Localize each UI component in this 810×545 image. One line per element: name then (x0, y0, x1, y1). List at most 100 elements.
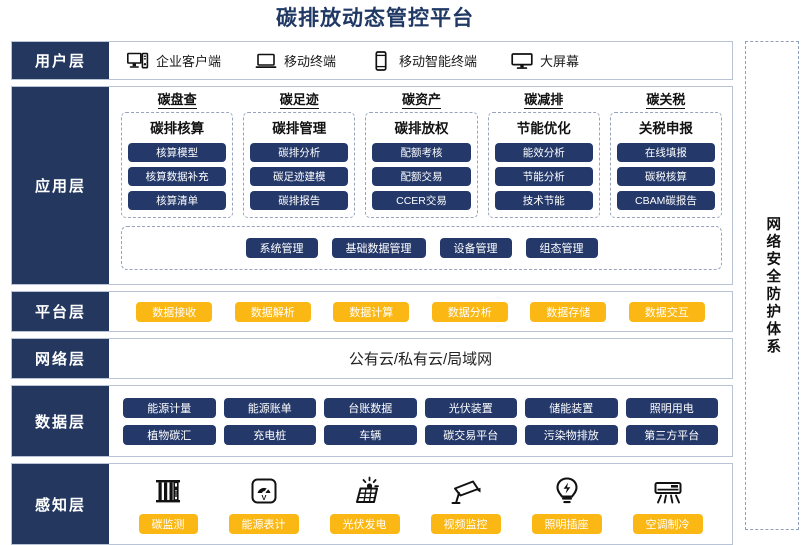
app-group-box: 节能优化 能效分析 节能分析 技术节能 (487, 111, 600, 218)
app-module-chip[interactable]: 节能分析 (494, 166, 593, 186)
app-module-chip[interactable]: 碳排报告 (250, 190, 349, 210)
layer-stack: 用户层 企业客户端 (11, 41, 733, 545)
app-module-chip[interactable]: 能效分析 (494, 142, 593, 162)
app-module-chip[interactable]: 核算清单 (128, 190, 227, 210)
svg-text:V: V (261, 493, 266, 502)
desktop-tower-icon (127, 51, 149, 71)
layer-application-body: 碳盘查 碳排核算 核算模型 核算数据补充 核算清单 碳足迹 碳排管理 碳排分析 (109, 87, 732, 284)
layer-data-body: 能源计量 能源账单 台账数据 光伏装置 储能装置 照明用电 植物碳汇 充电桩 车… (109, 386, 732, 456)
smartphone-icon (370, 50, 392, 71)
data-chip-charging-pile[interactable]: 充电桩 (223, 424, 316, 445)
energy-meter-icon: V (249, 474, 279, 506)
app-group-subtitle: 碳排放权 (394, 120, 449, 136)
sense-item-carbon-monitor[interactable]: 碳监测 (138, 474, 198, 534)
data-row: 植物碳汇 充电桩 车辆 碳交易平台 污染物排放 第三方平台 (123, 424, 718, 445)
layer-user-body: 企业客户端 移动终端 (109, 42, 732, 79)
layer-data: 数据层 能源计量 能源账单 台账数据 光伏装置 储能装置 照明用电 植物碳汇 充… (11, 385, 733, 457)
layer-network: 网络层 公有云/私有云/局域网 (11, 338, 733, 379)
layer-sensing-body: 碳监测 V 能源表计 (109, 464, 732, 544)
data-chip-storage-device[interactable]: 储能装置 (525, 397, 618, 418)
sense-label-chip[interactable]: 视频监控 (430, 514, 501, 534)
app-module-chip[interactable]: 碳排分析 (250, 142, 349, 162)
data-chip-third-party-platform[interactable]: 第三方平台 (625, 424, 718, 445)
sense-label-chip[interactable]: 照明插座 (531, 514, 602, 534)
sense-label-chip[interactable]: 空调制冷 (632, 514, 703, 534)
app-group-box: 碳排放权 配额考核 配额交易 CCER交易 (365, 111, 478, 218)
application-management-box: 系统管理 基础数据管理 设备管理 组态管理 (121, 225, 722, 270)
user-item-smart-mobile-terminal[interactable]: 移动智能终端 (370, 50, 478, 71)
app-module-chip[interactable]: 碳足迹建模 (250, 166, 349, 186)
app-module-chip[interactable]: 配额交易 (372, 166, 471, 186)
data-chip-ledger-data[interactable]: 台账数据 (324, 397, 417, 418)
data-chip-vehicle[interactable]: 车辆 (324, 424, 417, 445)
lightbulb-icon (553, 474, 581, 506)
layer-platform-body: 数据接收 数据解析 数据计算 数据分析 数据存储 数据交互 (109, 292, 732, 331)
app-module-chip[interactable]: CCER交易 (372, 190, 471, 210)
app-group-title: 碳资产 (402, 92, 442, 109)
user-item-mobile-terminal[interactable]: 移动终端 (255, 51, 336, 71)
management-chip-configuration[interactable]: 组态管理 (525, 237, 598, 258)
data-chip-energy-bill[interactable]: 能源账单 (223, 397, 316, 418)
management-chip-basic-data[interactable]: 基础数据管理 (331, 237, 426, 258)
platform-chip-data-compute[interactable]: 数据计算 (333, 301, 410, 322)
sense-item-lighting-socket[interactable]: 照明插座 (531, 474, 602, 534)
data-chip-lighting-power[interactable]: 照明用电 (625, 397, 718, 418)
management-chip-device[interactable]: 设备管理 (439, 237, 512, 258)
app-group-subtitle: 关税申报 (638, 120, 693, 136)
page-title: 碳排放动态管控平台 (276, 7, 474, 30)
sense-item-energy-meter[interactable]: V 能源表计 (228, 474, 299, 534)
app-module-chip[interactable]: 核算数据补充 (128, 166, 227, 186)
app-module-chip[interactable]: 碳税核算 (616, 166, 716, 186)
app-group-box: 碳排核算 核算模型 核算数据补充 核算清单 (121, 111, 234, 218)
layer-platform-label: 平台层 (12, 292, 109, 331)
layer-application-label: 应用层 (12, 87, 109, 284)
data-row: 能源计量 能源账单 台账数据 光伏装置 储能装置 照明用电 (123, 397, 718, 418)
app-group-carbon-footprint: 碳足迹 碳排管理 碳排分析 碳足迹建模 碳排报告 (243, 92, 356, 218)
layer-sensing-label: 感知层 (12, 464, 109, 544)
user-item-large-screen[interactable]: 大屏幕 (511, 51, 579, 71)
platform-chip-data-parse[interactable]: 数据解析 (234, 301, 311, 322)
data-chip-plant-carbon-sink[interactable]: 植物碳汇 (123, 424, 216, 445)
data-chip-pollutant-emission[interactable]: 污染物排放 (525, 424, 618, 445)
user-item-enterprise-client[interactable]: 企业客户端 (127, 51, 221, 71)
data-chip-pv-device[interactable]: 光伏装置 (424, 397, 517, 418)
app-group-title: 碳减排 (524, 92, 564, 109)
sense-item-air-conditioning[interactable]: 空调制冷 (632, 474, 703, 534)
app-module-chip[interactable]: CBAM碳报告 (616, 190, 716, 210)
platform-chip-data-receive[interactable]: 数据接收 (136, 301, 213, 322)
application-groups: 碳盘查 碳排核算 核算模型 核算数据补充 核算清单 碳足迹 碳排管理 碳排分析 (121, 92, 723, 218)
app-group-box: 碳排管理 碳排分析 碳足迹建模 碳排报告 (243, 111, 356, 218)
sense-label-chip[interactable]: 能源表计 (228, 514, 299, 534)
platform-chip-data-analysis[interactable]: 数据分析 (431, 301, 508, 322)
sense-label-chip[interactable]: 光伏发电 (329, 514, 400, 534)
layer-user-label: 用户层 (12, 42, 109, 79)
app-module-chip[interactable]: 在线填报 (616, 142, 716, 162)
carbon-monitor-icon (153, 474, 183, 506)
platform-chip-data-storage[interactable]: 数据存储 (530, 301, 607, 322)
user-item-label: 大屏幕 (540, 54, 580, 69)
platform-chip-data-exchange[interactable]: 数据交互 (628, 301, 705, 322)
layer-network-label: 网络层 (12, 339, 109, 378)
app-module-chip[interactable]: 配额考核 (372, 142, 471, 162)
sense-label-chip[interactable]: 碳监测 (138, 514, 198, 534)
app-group-carbon-reduction: 碳减排 节能优化 能效分析 节能分析 技术节能 (487, 92, 600, 218)
app-group-title: 碳关税 (646, 92, 686, 109)
app-group-carbon-tariff: 碳关税 关税申报 在线填报 碳税核算 CBAM碳报告 (609, 92, 723, 218)
app-group-box: 关税申报 在线填报 碳税核算 CBAM碳报告 (609, 111, 723, 218)
user-item-label: 企业客户端 (156, 54, 222, 69)
data-chip-energy-metering[interactable]: 能源计量 (123, 397, 216, 418)
data-chip-carbon-trading-platform[interactable]: 碳交易平台 (424, 424, 517, 445)
app-module-chip[interactable]: 技术节能 (494, 190, 593, 210)
app-group-subtitle: 碳排核算 (150, 120, 205, 136)
sense-item-solar-power[interactable]: 光伏发电 (329, 474, 400, 534)
user-item-label: 移动智能终端 (399, 54, 478, 69)
layer-network-body: 公有云/私有云/局域网 (348, 351, 493, 368)
security-system-column: 网络安全防护体系 (745, 41, 799, 530)
security-system-label: 网络安全防护体系 (764, 215, 781, 356)
sense-item-video-surveillance[interactable]: 视频监控 (430, 474, 501, 534)
management-chip-system[interactable]: 系统管理 (245, 237, 318, 258)
app-module-chip[interactable]: 核算模型 (128, 142, 227, 162)
app-group-title: 碳足迹 (279, 92, 319, 109)
app-group-subtitle: 碳排管理 (272, 120, 327, 136)
